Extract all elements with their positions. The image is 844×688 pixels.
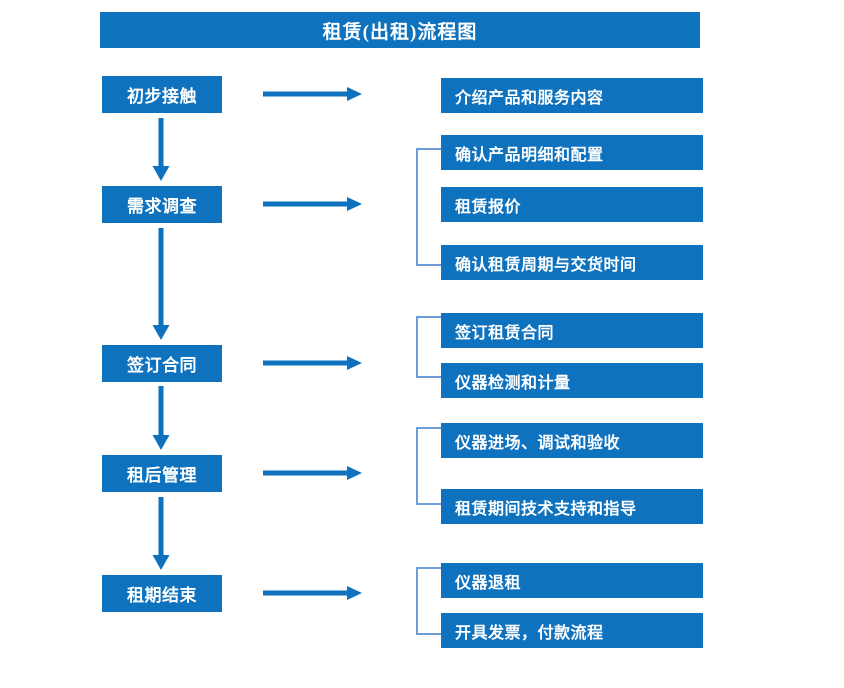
stage-box-requirement-survey[interactable]: 需求调查 <box>102 186 222 223</box>
vertical-arrow-icon-1 <box>148 118 174 182</box>
horizontal-arrow-icon-3 <box>263 355 363 371</box>
vertical-arrow-icon-2 <box>148 228 174 341</box>
detail-box-instrument-entry-commissioning[interactable]: 仪器进场、调试和验收 <box>441 423 703 458</box>
page-title: 租赁(出租)流程图 <box>100 12 700 48</box>
horizontal-arrow-icon-4 <box>263 465 363 481</box>
stage-box-initial-contact[interactable]: 初步接触 <box>102 76 222 113</box>
group-bracket-lease-end <box>415 567 443 640</box>
group-bracket-requirement-survey <box>415 148 443 271</box>
detail-box-instrument-return[interactable]: 仪器退租 <box>441 563 703 598</box>
horizontal-arrow-icon-1 <box>263 86 363 102</box>
detail-box-sign-lease-contract[interactable]: 签订租赁合同 <box>441 313 703 348</box>
detail-box-confirm-lease-period[interactable]: 确认租赁周期与交货时间 <box>441 245 703 280</box>
horizontal-arrow-icon-5 <box>263 585 363 601</box>
group-bracket-sign-contract <box>415 316 443 383</box>
horizontal-arrow-icon-2 <box>263 196 363 212</box>
group-bracket-post-rental-management <box>415 427 443 510</box>
vertical-arrow-icon-3 <box>148 386 174 451</box>
detail-box-rental-quotation[interactable]: 租赁报价 <box>441 187 703 222</box>
stage-box-lease-end[interactable]: 租期结束 <box>102 575 222 612</box>
detail-box-confirm-product-spec[interactable]: 确认产品明细和配置 <box>441 135 703 170</box>
stage-box-post-rental-management[interactable]: 租后管理 <box>102 455 222 492</box>
stage-box-sign-contract[interactable]: 签订合同 <box>102 345 222 382</box>
vertical-arrow-icon-4 <box>148 497 174 571</box>
detail-box-instrument-inspection[interactable]: 仪器检测和计量 <box>441 363 703 398</box>
detail-box-invoice-payment[interactable]: 开具发票，付款流程 <box>441 613 703 648</box>
detail-box-technical-support[interactable]: 租赁期间技术支持和指导 <box>441 489 703 524</box>
detail-box-introduce-products[interactable]: 介绍产品和服务内容 <box>441 78 703 113</box>
